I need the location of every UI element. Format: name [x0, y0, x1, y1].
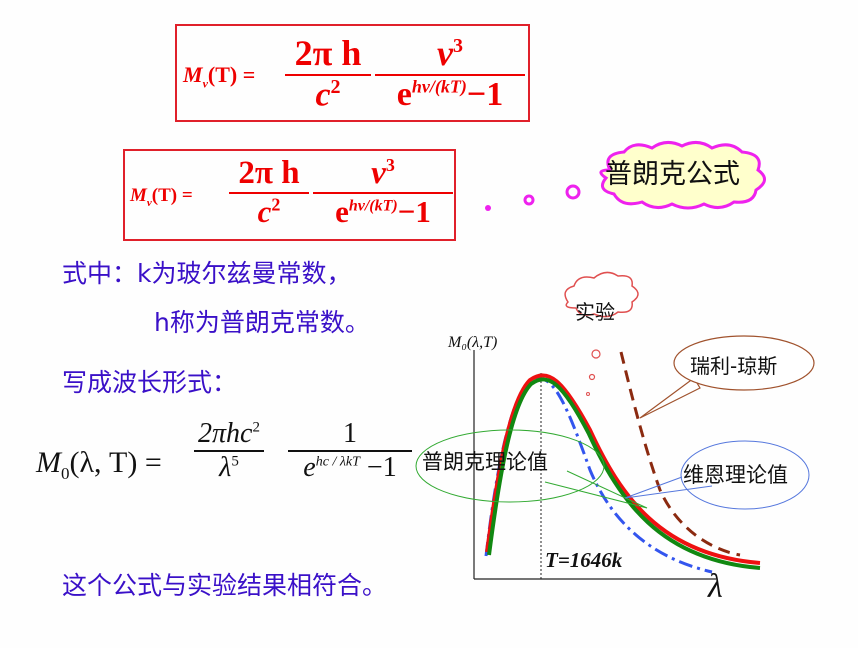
cloud-shape [599, 141, 766, 210]
planck-formula-label: 普朗克公式 [605, 159, 740, 190]
fraction-bar [313, 192, 453, 194]
numerator: 2πhc2 [194, 418, 264, 450]
rayleigh-jeans-label: 瑞利-琼斯 [690, 354, 778, 378]
experiment-curve [485, 373, 761, 565]
lhs-subscript: 0 [61, 464, 70, 483]
planck-formula-cloud [485, 141, 766, 211]
numerator-sup: 3 [385, 155, 395, 175]
temperature-label: T=1646k [545, 548, 623, 572]
exp-tail: −1 [466, 76, 504, 113]
wien-callout-pointer [624, 476, 713, 499]
exp-exponent: hν/(kT) [411, 76, 467, 97]
numerator-text: 2πhc [198, 418, 253, 449]
planck-theory-label: 普朗克理论值 [422, 450, 548, 474]
exp-exponent: hν/(kT) [348, 197, 398, 215]
y-axis-label: M₀(λ,T) [448, 334, 498, 351]
fraction-nu3-over-exp: ν3 ehν/(kT)−1 [375, 32, 525, 114]
lhs-argument: (T) = [151, 185, 193, 206]
explanation-line-h: h称为普朗克常数。 [154, 308, 370, 337]
denominator: λ5 [194, 452, 264, 484]
fraction-bar [288, 450, 412, 452]
lhs-argument: (T) = [207, 62, 256, 87]
denominator: ehν/(kT)−1 [313, 194, 453, 230]
planck-callout-bubble [415, 429, 605, 503]
explanation-line-k: 式中：k为玻尔兹曼常数， [62, 259, 352, 288]
numerator-text: 2π h [238, 155, 300, 191]
numerator-sup: 3 [452, 35, 463, 57]
planck-curve [487, 377, 761, 570]
exp-exponent: hc / λkT [315, 454, 360, 470]
formula-lhs: Mν(T) = [130, 185, 193, 209]
exp-tail: −1 [366, 451, 397, 483]
fraction-bar [229, 192, 309, 194]
formula-box-second: Mν(T) = 2π h c2 ν3 ehν/(kT)−1 [123, 149, 456, 241]
numerator: ν3 [375, 32, 525, 74]
cloud-dot-medium [523, 194, 535, 206]
lhs-argument: (λ, T) = [69, 446, 162, 479]
cloud-dot [591, 349, 601, 359]
planck-callout-pointer [544, 470, 648, 509]
rayleigh-jeans-curve [619, 351, 741, 557]
fraction-bar [375, 74, 525, 76]
denominator-text: λ [219, 451, 232, 483]
fraction-2pih-over-c2: 2π h c2 [285, 32, 371, 114]
numerator-sup: 2 [252, 419, 260, 436]
denominator: ehν/(kT)−1 [375, 76, 525, 114]
denominator: c2 [285, 76, 371, 114]
fraction-bar [285, 74, 371, 76]
fraction-nu3-over-exp: ν3 ehν/(kT)−1 [313, 155, 453, 230]
denominator-text: c [315, 76, 331, 114]
wavelength-formula-lhs: M0(λ, T) = [36, 446, 162, 484]
denominator-sup: 2 [271, 194, 281, 215]
exp-tail: −1 [397, 194, 431, 229]
lhs-subscript: ν [202, 76, 208, 91]
formula-box-top: Mν(T) = 2π h c2 ν3 ehν/(kT)−1 [175, 24, 530, 122]
numerator: ν3 [313, 155, 453, 192]
fraction-bar [194, 450, 264, 452]
numerator: 1 [343, 418, 357, 449]
denominator: ehc / λkT −1 [288, 452, 412, 484]
rayleigh-callout-pointer [639, 377, 701, 419]
formula-lhs: Mν(T) = [183, 62, 255, 91]
numerator-text: ν [371, 155, 386, 191]
x-axis-label: λ [708, 568, 723, 605]
numerator: 2π h [229, 155, 309, 192]
wien-theory-label: 维恩理论值 [683, 463, 788, 487]
numerator-text: 2π h [294, 33, 362, 73]
denominator: c2 [229, 194, 309, 230]
lhs-symbol: M [183, 62, 203, 87]
experiment-label: 实验 [575, 300, 615, 324]
wavelength-fraction-1: 2πhc2 λ5 [194, 418, 264, 484]
wavelength-fraction-2: 1 ehc / λkT −1 [288, 418, 412, 484]
experiment-cloud [564, 271, 639, 318]
cloud-dot [586, 392, 590, 396]
numerator: 2π h [285, 32, 371, 74]
lhs-subscript: ν [146, 196, 152, 209]
exp-base: e [396, 76, 412, 113]
lhs-symbol: M [130, 185, 147, 206]
denominator-text: c [257, 194, 272, 229]
cloud-dot-large [565, 184, 581, 200]
fraction-2pih-over-c2: 2π h c2 [229, 155, 309, 230]
denominator-sup: 5 [231, 453, 239, 470]
exp-base: e [303, 451, 316, 483]
cloud-dot [588, 373, 596, 381]
conclusion-text: 这个公式与实验结果相符合。 [62, 571, 388, 600]
cloud-dot-small [485, 205, 491, 211]
lhs-symbol: M [36, 446, 61, 479]
exp-base: e [335, 194, 349, 229]
rayleigh-callout-bubble [673, 335, 815, 391]
explanation-line-wavelength: 写成波长形式： [62, 368, 238, 397]
numerator-text: ν [437, 33, 453, 73]
wien-callout-bubble [680, 440, 810, 510]
denominator-sup: 2 [330, 76, 341, 98]
